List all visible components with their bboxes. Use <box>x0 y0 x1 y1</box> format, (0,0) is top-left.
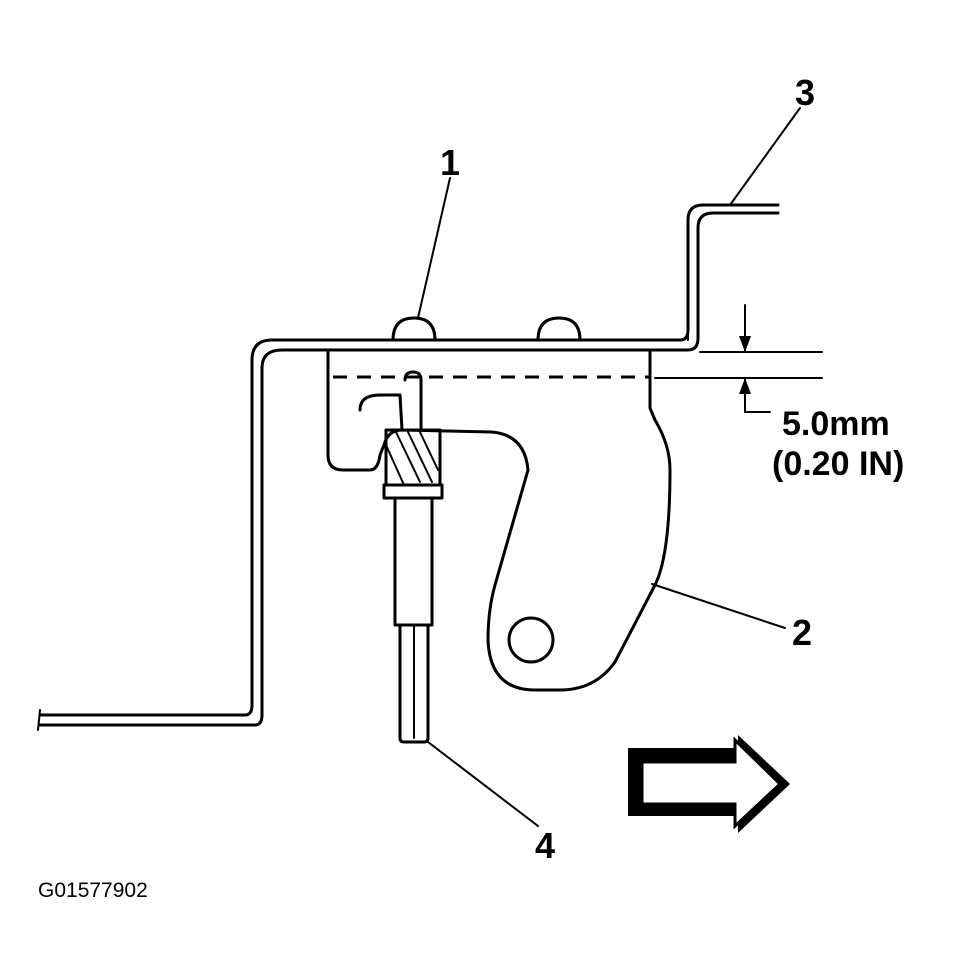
callout-1: 1 <box>440 142 460 183</box>
rivet-right <box>536 316 582 342</box>
figure-id: G01577902 <box>38 879 148 902</box>
mounting-bracket <box>37 203 780 731</box>
callout-2: 2 <box>792 612 812 653</box>
dimension-metric: 5.0mm <box>782 405 890 443</box>
dimension-imperial: (0.20 IN) <box>772 445 904 483</box>
lever-plate <box>326 350 672 692</box>
callout-3: 3 <box>795 72 815 113</box>
pin-tool <box>382 370 444 744</box>
leader-1 <box>417 177 451 319</box>
dimension-indicator <box>654 304 823 413</box>
callout-4: 4 <box>535 825 555 866</box>
leader-2 <box>651 583 786 629</box>
direction-arrow-icon <box>628 735 790 833</box>
leader-3 <box>729 107 801 206</box>
rivet-left <box>391 316 437 342</box>
leader-4 <box>427 741 539 827</box>
